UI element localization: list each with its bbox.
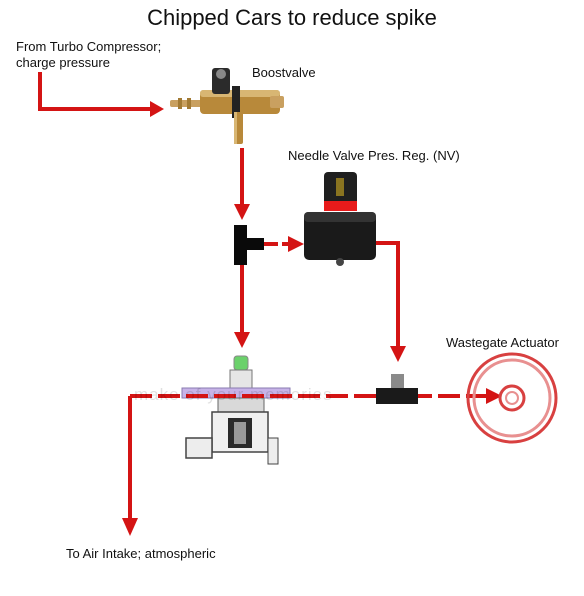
- boostvalve-label: Boostvalve: [252, 65, 316, 80]
- boostvalve: [170, 68, 284, 144]
- watermark: make of your memories: [134, 385, 333, 404]
- tee-to-solenoid-line: [234, 265, 250, 348]
- diagram-title: Chipped Cars to reduce spike: [147, 5, 437, 30]
- source-label-line1: From Turbo Compressor;: [16, 39, 162, 54]
- needle-valve: [304, 172, 376, 266]
- needle-valve-label: Needle Valve Pres. Reg. (NV): [288, 148, 460, 163]
- air-intake-line: [122, 396, 138, 536]
- source-flow-line: [38, 72, 164, 117]
- bleed-valve: [181, 355, 291, 465]
- source-label-line2: charge pressure: [16, 55, 110, 70]
- wastegate-tee: [376, 374, 418, 404]
- wastegate-label: Wastegate Actuator: [446, 335, 559, 350]
- tee-to-needle-valve-line: [264, 236, 304, 252]
- tee-fitting: [234, 225, 264, 265]
- air-intake-label: To Air Intake; atmospheric: [66, 546, 216, 561]
- boostvalve-to-tee-line: [234, 148, 250, 220]
- needle-valve-to-wastegate-line: [376, 241, 406, 362]
- bleed-horizontal-line: [130, 388, 502, 404]
- wastegate-actuator: [466, 352, 558, 444]
